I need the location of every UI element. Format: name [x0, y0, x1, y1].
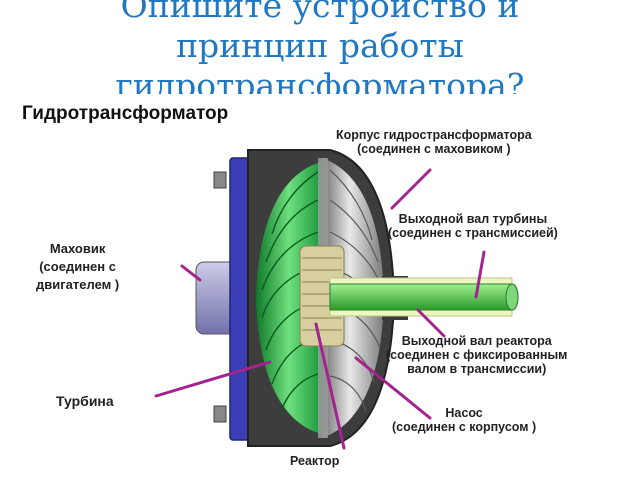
- label-reactor-shaft: Выходной вал реактора (соединен с фиксир…: [386, 334, 568, 376]
- label-turbine: Турбина: [56, 393, 114, 409]
- turbine-half: [256, 162, 322, 434]
- bolt: [213, 171, 227, 189]
- slide-title: Опишите устройство и принцип работы гидр…: [0, 0, 640, 94]
- pointer-lines: [154, 168, 486, 450]
- diagram-title: Гидротрансформатор: [22, 103, 229, 124]
- label-turbine-shaft: Выходной вал турбины (соединен с трансми…: [388, 212, 558, 240]
- slide-title-line: принцип работы: [176, 26, 464, 65]
- bolt: [213, 405, 227, 423]
- shaft-end: [505, 283, 519, 311]
- slide-title-line: гидротрансформатора?: [115, 66, 525, 94]
- slide-title-line: Опишите устройство и: [120, 0, 520, 25]
- reactor-fins: [302, 257, 342, 331]
- turbine-output-shaft: [329, 283, 519, 311]
- label-housing: Корпус гидространс­форматора (соединен с…: [336, 128, 532, 156]
- label-flywheel: Маховик (соединен с двигателем ): [36, 241, 120, 292]
- label-pump: Насос (соединен с корпусом ): [392, 406, 537, 434]
- label-reactor: Реактор: [290, 454, 340, 468]
